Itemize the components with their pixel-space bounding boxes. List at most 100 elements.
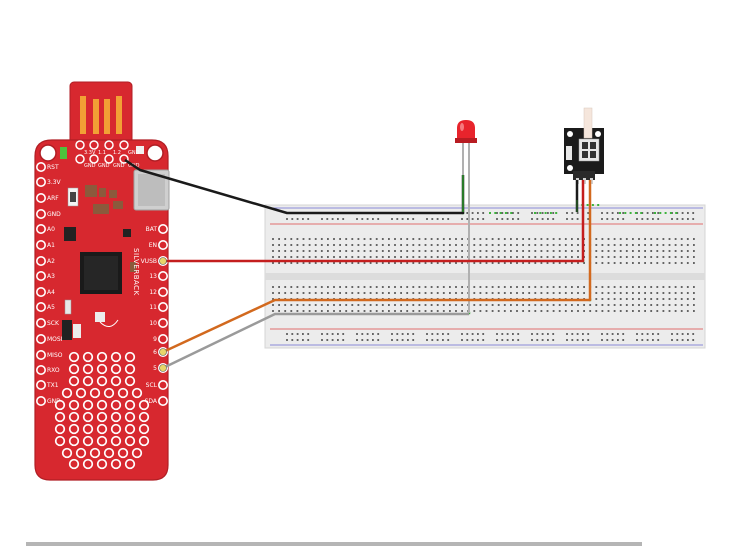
- left-pin-label: A3: [47, 273, 55, 280]
- proto-hole: [124, 423, 136, 435]
- right-pin: [158, 301, 169, 312]
- wire-red-vusb: [163, 180, 585, 263]
- sensor-module: [564, 107, 604, 184]
- proto-hole: [110, 423, 122, 435]
- right-pin: [158, 240, 169, 251]
- right-pin-label: 9: [153, 336, 157, 343]
- left-pin-label: RST: [47, 164, 59, 171]
- top-pin: [89, 140, 99, 150]
- left-pin: [35, 224, 46, 235]
- breadboard: [264, 204, 706, 349]
- right-pin-label: EN: [149, 242, 157, 249]
- left-pin-label: GND: [47, 398, 61, 405]
- right-pin-label: 10: [149, 320, 157, 327]
- proto-hole: [138, 435, 150, 447]
- top-pin-label: GND: [113, 163, 125, 169]
- proto-hole: [89, 447, 101, 459]
- left-pin: [35, 209, 46, 220]
- proto-hole: [124, 458, 136, 470]
- left-pin-label: A1: [47, 242, 55, 249]
- left-pin-label: A2: [47, 258, 55, 265]
- right-pin-label: SCL: [146, 382, 158, 389]
- proto-hole: [96, 375, 108, 387]
- left-pin-label: RXO: [47, 367, 60, 374]
- left-pin: [35, 333, 46, 344]
- proto-hole: [68, 411, 80, 423]
- proto-hole: [110, 351, 122, 363]
- wire-orange-signal: [162, 180, 592, 354]
- left-pin: [35, 349, 46, 360]
- left-header-pins: RST3.3VARFGNDA0A1A2A3A4A5SCKMOSIMISORXOT…: [35, 162, 63, 406]
- proto-hole: [138, 399, 150, 411]
- left-pin: [35, 193, 46, 204]
- proto-hole: [110, 458, 122, 470]
- top-pin: [119, 140, 129, 150]
- top-pin-label: GND: [128, 150, 140, 156]
- right-pin: [158, 379, 169, 390]
- right-pin-label: BAT: [146, 226, 158, 233]
- proto-hole: [82, 351, 94, 363]
- proto-hole: [68, 351, 80, 363]
- proto-hole: [96, 399, 108, 411]
- proto-hole: [75, 387, 87, 399]
- right-pin: [158, 270, 169, 281]
- proto-hole: [68, 458, 80, 470]
- left-pin: [35, 240, 46, 251]
- left-pin-label: TX1: [46, 382, 59, 389]
- proto-hole: [138, 423, 150, 435]
- right-pin: [158, 395, 169, 406]
- left-pin: [35, 270, 46, 281]
- right-pin-label: SDA: [145, 398, 158, 405]
- left-pin-label: 3.3V: [47, 179, 62, 186]
- right-pin: [158, 333, 169, 344]
- left-pin-label: A5: [47, 304, 55, 311]
- left-pin: [35, 255, 46, 266]
- proto-hole: [124, 399, 136, 411]
- top-pin-label: 1.1: [98, 150, 106, 156]
- proto-hole: [82, 423, 94, 435]
- proto-hole: [82, 411, 94, 423]
- proto-hole: [68, 363, 80, 375]
- left-pin: [35, 177, 46, 188]
- proto-hole: [96, 435, 108, 447]
- right-pin-label: 11: [149, 304, 157, 311]
- left-pin: [35, 317, 46, 328]
- proto-hole: [96, 363, 108, 375]
- proto-hole: [110, 399, 122, 411]
- left-pin-label: GND: [47, 211, 61, 218]
- proto-hole: [124, 375, 136, 387]
- board-power-led: [60, 147, 67, 159]
- scrollbar[interactable]: [26, 542, 642, 546]
- proto-hole: [82, 399, 94, 411]
- top-pin-label: 3.3V: [84, 150, 96, 156]
- proto-hole: [54, 411, 66, 423]
- left-pin: [35, 395, 46, 406]
- mount-hole-top-right: [146, 144, 164, 162]
- top-pin: [75, 140, 85, 150]
- proto-hole: [103, 447, 115, 459]
- top-pin: [75, 154, 85, 164]
- proto-hole: [131, 447, 143, 459]
- mount-hole-top-left: [39, 144, 57, 162]
- left-pin-label: MISO: [47, 352, 63, 359]
- left-pin: [35, 301, 46, 312]
- proto-hole: [82, 375, 94, 387]
- proto-hole: [68, 375, 80, 387]
- top-pin: [104, 154, 114, 164]
- right-pin-label: VUSB: [141, 258, 157, 265]
- breadboard-center-channel: [265, 273, 705, 280]
- proto-hole: [68, 435, 80, 447]
- proto-hole: [61, 447, 73, 459]
- proto-hole: [82, 435, 94, 447]
- left-pin: [35, 162, 46, 173]
- proto-hole: [82, 458, 94, 470]
- right-pin: [158, 317, 169, 328]
- proto-hole: [124, 363, 136, 375]
- proto-hole: [110, 435, 122, 447]
- prototyping-hole-grid: [54, 351, 150, 470]
- wires: [124, 158, 592, 372]
- proto-hole: [54, 423, 66, 435]
- left-pin: [35, 286, 46, 297]
- proto-hole: [89, 387, 101, 399]
- board-brand-label: SILVERBACK: [132, 248, 140, 296]
